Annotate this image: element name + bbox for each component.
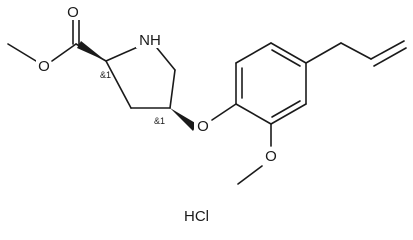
bond-ether-oxygen-to-ring bbox=[211, 103, 237, 121]
bond-ar-inner-2 bbox=[271, 49, 301, 67]
bond-allyl-ch2-to-ch bbox=[340, 42, 372, 60]
bond-allyl-double-b bbox=[373, 47, 407, 67]
bond-ar-inner-3 bbox=[271, 100, 301, 118]
bond-methyl-to-ester-oxygen bbox=[7, 43, 37, 62]
ether-oxygen-label: O bbox=[197, 118, 209, 135]
bond-n-to-c5 bbox=[156, 47, 176, 71]
hcl-salt-label: HCl bbox=[184, 208, 209, 225]
bond-ar-c2-c3 bbox=[235, 42, 272, 64]
carbonyl-oxygen-label: O bbox=[67, 4, 79, 21]
structure-canvas: O O NH O O &1 &1 HCl bbox=[7, 4, 407, 225]
molecule-drawing: O O NH O O &1 &1 HCl bbox=[7, 4, 407, 225]
bond-ar-c5-c6 bbox=[270, 103, 307, 125]
bond-c5-to-c4 bbox=[169, 69, 176, 109]
stereo-label-c4: &1 bbox=[154, 116, 165, 126]
bond-c3-to-c2 bbox=[105, 60, 132, 109]
wedge-bond-c2-to-carbonyl bbox=[77, 41, 106, 61]
stereo-label-c2: &1 bbox=[100, 70, 111, 80]
ester-oxygen-label: O bbox=[38, 58, 50, 75]
bond-ring-to-allyl-ch2 bbox=[305, 42, 342, 64]
methoxy-oxygen-label: O bbox=[265, 148, 277, 165]
bond-c2-to-n bbox=[105, 45, 141, 62]
wedge-bond-c4-to-oxygen bbox=[170, 108, 197, 131]
bond-ar-c3-c4 bbox=[270, 42, 307, 64]
bond-ester-oxygen-to-carbonyl bbox=[51, 43, 77, 62]
nh-label: NH bbox=[139, 32, 161, 49]
bond-methoxy-oxygen-to-methyl bbox=[237, 165, 263, 185]
bond-allyl-double-a bbox=[370, 40, 405, 60]
bond-ar-c6-c1 bbox=[235, 103, 272, 125]
